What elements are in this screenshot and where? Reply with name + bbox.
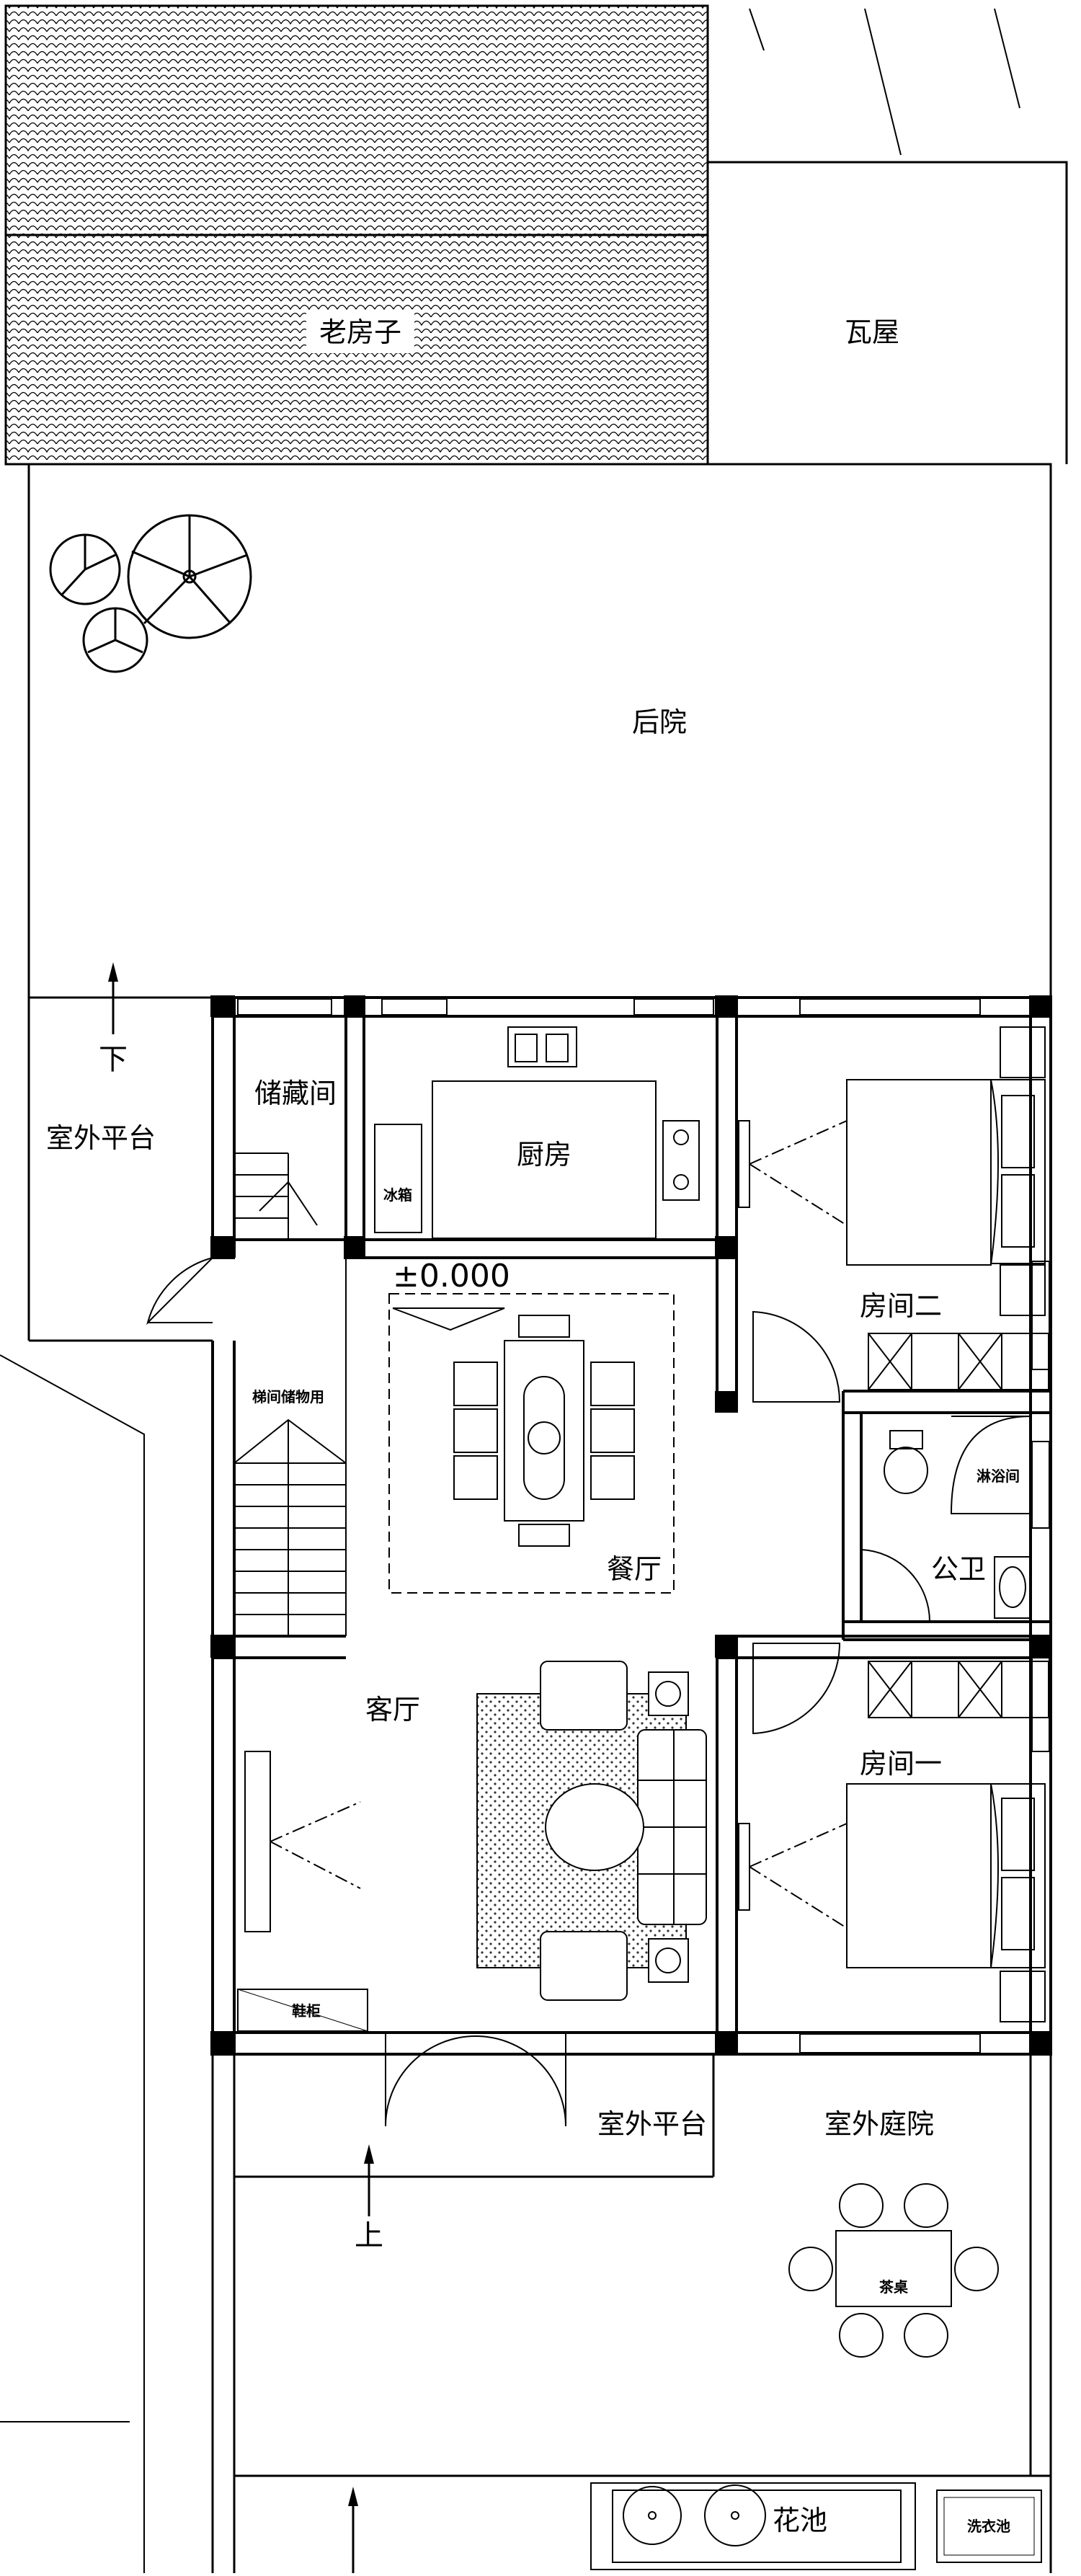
dining-table	[453, 1315, 635, 1547]
flower-bed	[590, 2482, 916, 2570]
bed-two	[738, 1026, 1046, 1316]
bed-one	[738, 1783, 1046, 2022]
front-door[interactable]	[385, 2033, 566, 2127]
bedroom-one-label: 房间一	[860, 1748, 942, 1780]
laundry-sink-label: 洗衣池	[967, 2518, 1010, 2535]
storage-label: 储藏间	[254, 1078, 337, 1109]
under-stair-storage-label: 梯间储物用	[252, 1388, 324, 1405]
bathroom-fixtures	[884, 1416, 1031, 1619]
living-label: 客厅	[365, 1694, 420, 1726]
bedroom-one-door[interactable]	[752, 1643, 841, 1735]
elevation-mark: ±0.000	[393, 1258, 510, 1294]
storage-stairs	[234, 1152, 318, 1240]
old-house-label: 老房子	[319, 316, 401, 348]
courtyard-boundary	[211, 2054, 1052, 2573]
shower-label: 淋浴间	[977, 1467, 1020, 1485]
kitchen-label: 厨房	[517, 1139, 571, 1171]
tea-table-set	[788, 2183, 999, 2358]
sofa-set	[540, 1661, 707, 2001]
columns	[210, 995, 1052, 2056]
outdoor-platform-front-label: 室外平台	[597, 2108, 707, 2140]
tea-table-label: 茶桌	[879, 2278, 909, 2296]
shoe-cabinet	[237, 1989, 368, 2032]
arrow-up-label: 上	[355, 2219, 383, 2252]
kitchen-counter	[374, 1026, 700, 1239]
arrow-up-head-front	[364, 2144, 374, 2164]
arrow-up-head	[108, 962, 118, 982]
outdoor-courtyard-label: 室外庭院	[824, 2108, 934, 2140]
old-house-roof	[4, 4, 709, 466]
bedroom-two-label: 房间二	[860, 1290, 942, 1322]
arrow-down-label: 下	[99, 1043, 128, 1076]
tv-console	[244, 1751, 361, 1932]
front-platform	[233, 2054, 715, 2178]
neighbor-outline	[0, 1354, 145, 2573]
flower-bed-label: 花池	[773, 2505, 827, 2536]
main-stairs	[233, 1258, 347, 1636]
public-bath-label: 公卫	[931, 1553, 986, 1585]
fridge-label: 冰箱	[383, 1186, 412, 1204]
side-door[interactable]	[146, 1257, 213, 1325]
backyard-boundary	[27, 463, 1052, 1342]
tile-house-label: 瓦屋	[845, 316, 899, 348]
laundry-sink	[936, 2490, 1042, 2563]
shoe-cabinet-label: 鞋柜	[292, 2002, 321, 2020]
dining-rug	[388, 1293, 675, 1594]
wardrobe-one	[868, 1661, 1049, 1718]
tree-icon	[49, 514, 252, 673]
outdoor-platform-top-label: 室外平台	[46, 1122, 156, 1154]
windows	[237, 998, 1050, 2053]
tile-house	[708, 8, 1068, 464]
bedroom-two-door[interactable]	[752, 1310, 841, 1403]
elevation-symbol	[392, 1307, 505, 1331]
wardrobe-two	[868, 1333, 1049, 1390]
arrow-bottom-head	[348, 2487, 358, 2506]
bathroom-door[interactable]	[860, 1548, 931, 1622]
backyard-label: 后院	[632, 706, 687, 738]
dining-label: 餐厅	[607, 1553, 662, 1585]
